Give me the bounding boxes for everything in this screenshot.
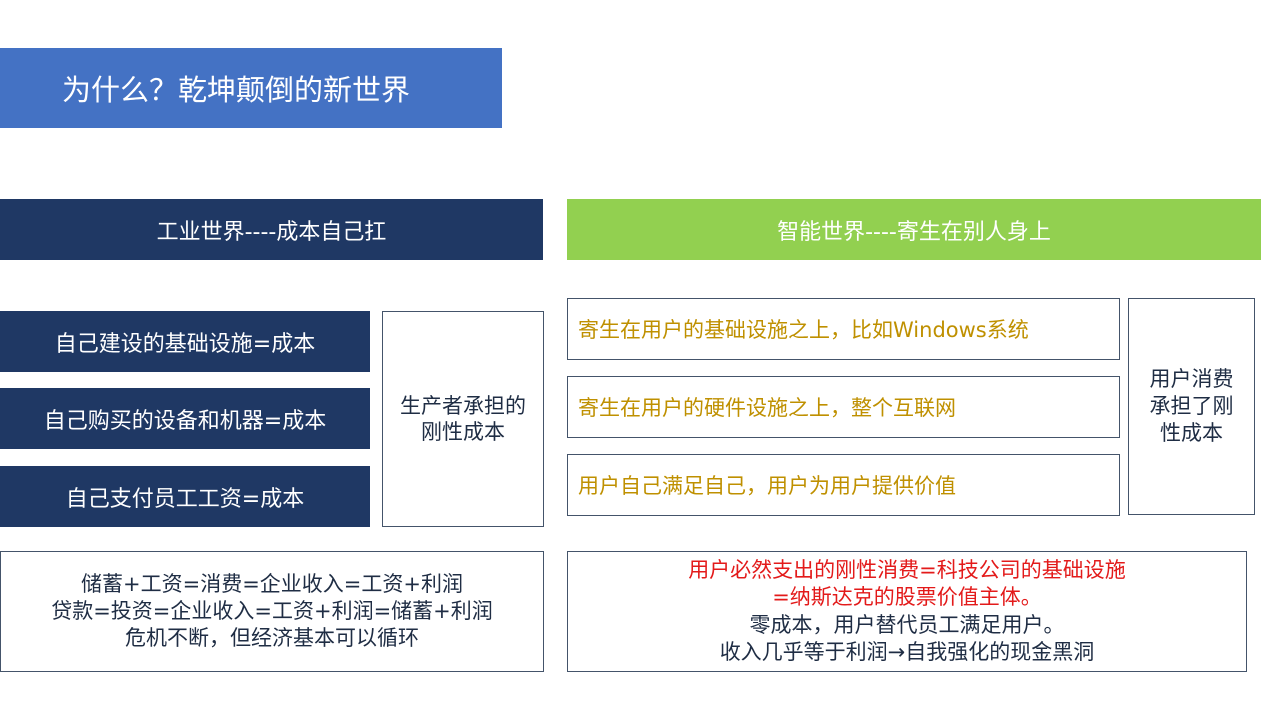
intelligent-summary-highlight-line: =纳斯达克的股票价值主体。 xyxy=(772,585,1042,610)
intelligent-summary-highlight-line: 用户必然支出的刚性消费=科技公司的基础设施 xyxy=(688,557,1126,582)
intelligent-header-text: 智能世界----寄生在别人身上 xyxy=(777,219,1051,245)
industrial-summary-line: 危机不断，但经济基本可以循环 xyxy=(125,626,419,651)
industrial-summary-box: 储蓄+工资=消费=企业收入=工资+利润 贷款=投资=企业收入=工资+利润=储蓄+… xyxy=(0,551,544,672)
industrial-header-text: 工业世界----成本自己扛 xyxy=(156,219,387,245)
industrial-row-wages: 自己支付员工工资=成本 xyxy=(0,466,370,527)
slide-title: 为什么？乾坤颠倒的新世界 xyxy=(0,48,502,128)
industrial-row-text: 自己购买的设备和机器=成本 xyxy=(43,408,327,434)
intelligent-row-infrastructure: 寄生在用户的基础设施之上，比如Windows系统 xyxy=(567,298,1120,360)
intelligent-row-user-value: 用户自己满足自己，用户为用户提供价值 xyxy=(567,454,1120,516)
industrial-row-infrastructure: 自己建设的基础设施=成本 xyxy=(0,311,370,372)
industrial-summary-line: 储蓄+工资=消费=企业收入=工资+利润 xyxy=(81,571,463,596)
industrial-row-equipment: 自己购买的设备和机器=成本 xyxy=(0,388,370,449)
slide-title-text: 为什么？乾坤颠倒的新世界 xyxy=(62,73,411,107)
producer-rigid-cost-text: 生产者承担的刚性成本 xyxy=(400,393,526,444)
intelligent-row-hardware: 寄生在用户的硬件设施之上，整个互联网 xyxy=(567,376,1120,438)
intelligent-row-text: 寄生在用户的硬件设施之上，整个互联网 xyxy=(578,396,956,420)
producer-rigid-cost-box: 生产者承担的刚性成本 xyxy=(382,311,544,527)
intelligent-row-text: 用户自己满足自己，用户为用户提供价值 xyxy=(578,474,956,498)
user-rigid-cost-text: 用户消费承担了刚性成本 xyxy=(1149,366,1234,446)
intelligent-summary-line: 零成本，用户替代员工满足用户。 xyxy=(749,612,1065,637)
user-rigid-cost-box: 用户消费承担了刚性成本 xyxy=(1128,298,1255,515)
industrial-world-header: 工业世界----成本自己扛 xyxy=(0,199,543,260)
intelligent-world-header: 智能世界----寄生在别人身上 xyxy=(567,199,1261,260)
industrial-row-text: 自己建设的基础设施=成本 xyxy=(54,331,316,357)
intelligent-row-text: 寄生在用户的基础设施之上，比如Windows系统 xyxy=(578,318,1029,342)
intelligent-summary-line: 收入几乎等于利润→自我强化的现金黑洞 xyxy=(719,639,1095,664)
intelligent-summary-box: 用户必然支出的刚性消费=科技公司的基础设施 =纳斯达克的股票价值主体。 零成本，… xyxy=(567,551,1247,672)
industrial-row-text: 自己支付员工工资=成本 xyxy=(65,486,305,512)
industrial-summary-line: 贷款=投资=企业收入=工资+利润=储蓄+利润 xyxy=(51,598,493,623)
